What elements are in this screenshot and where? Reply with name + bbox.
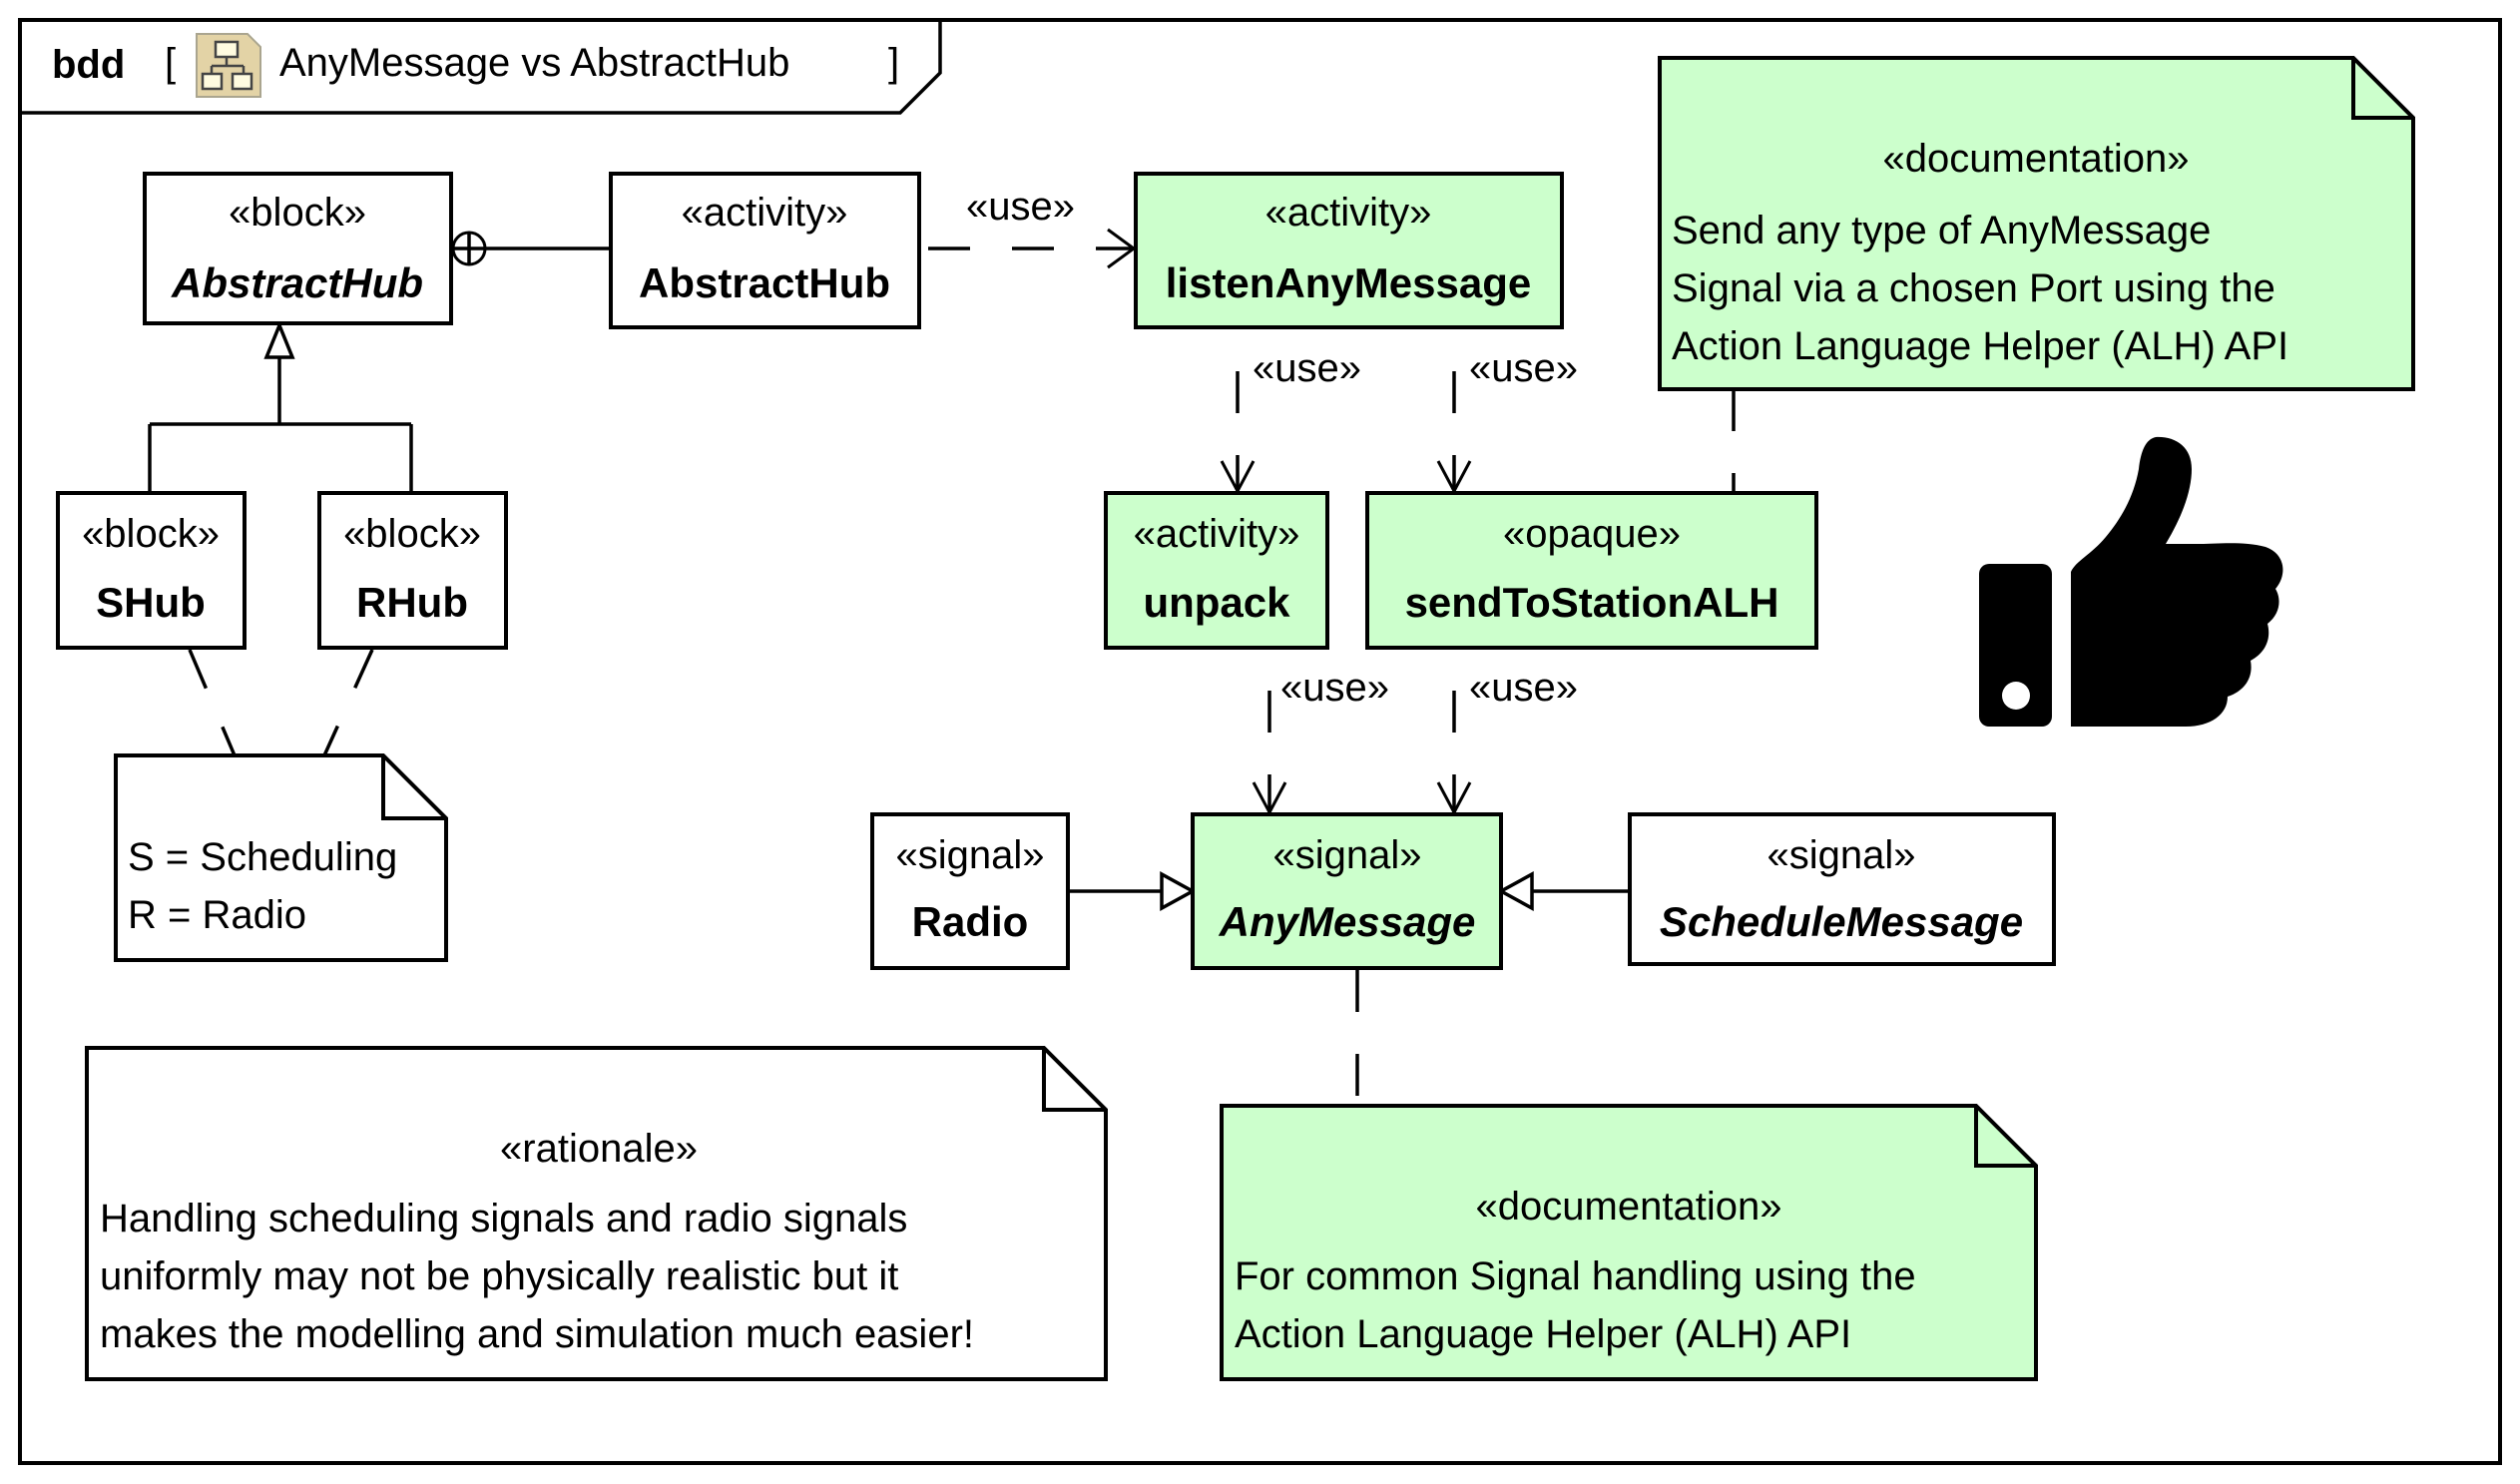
stereotype: «activity»: [1134, 512, 1300, 556]
containment-connector[interactable]: [451, 231, 611, 266]
legend-anchor-shub[interactable]: [188, 649, 237, 756]
stereotype: «activity»: [682, 191, 848, 235]
note-line: uniformly may not be physically realisti…: [100, 1254, 898, 1298]
element-name: unpack: [1143, 579, 1290, 626]
element-name: ScheduleMessage: [1660, 898, 2023, 945]
element-name: AnyMessage: [1219, 898, 1476, 945]
thumbs-up-icon: [1979, 436, 2283, 727]
use-dependency-send-anymessage[interactable]: «use»: [1436, 666, 1578, 816]
rationale-note[interactable]: «rationale» Handling scheduling signals …: [85, 1046, 1108, 1381]
stereotype: «activity»: [1265, 191, 1432, 235]
stereotype: «signal»: [1766, 833, 1915, 877]
use-label: «use»: [966, 185, 1075, 229]
legend-note[interactable]: S = Scheduling R = Radio: [114, 753, 448, 962]
use-label: «use»: [1469, 346, 1578, 390]
element-name: AbstractHub: [639, 259, 890, 306]
activity-unpack[interactable]: «activity» unpack: [1104, 491, 1329, 650]
title-open-bracket: [: [165, 41, 176, 85]
block-shub[interactable]: «block» SHub: [56, 491, 247, 650]
documentation-note-bottom[interactable]: «documentation» For common Signal handli…: [1220, 1104, 2038, 1381]
stereotype: «block»: [229, 191, 366, 235]
generalization-hubs[interactable]: [148, 320, 413, 493]
use-dependency-listen-unpack[interactable]: «use»: [1220, 346, 1361, 495]
diagram-kind: bdd: [52, 43, 125, 87]
block-abstracthub[interactable]: «block» AbstractHub: [143, 172, 453, 325]
element-name: RHub: [356, 579, 468, 626]
use-dependency-listen-send[interactable]: «use»: [1436, 346, 1578, 495]
title-close-bracket: ]: [888, 41, 899, 85]
stereotype: «rationale»: [500, 1127, 698, 1171]
opaque-sendtostationalh[interactable]: «opaque» sendToStationALH: [1365, 491, 1818, 650]
note-line: makes the modelling and simulation much …: [100, 1312, 974, 1356]
element-name: AbstractHub: [171, 259, 423, 306]
stereotype: «opaque»: [1503, 512, 1681, 556]
documentation-note-top[interactable]: «documentation» Send any type of AnyMess…: [1658, 56, 2415, 391]
legend-anchor-rhub[interactable]: [322, 649, 374, 756]
note-line: R = Radio: [128, 893, 306, 937]
stereotype: «block»: [82, 512, 220, 556]
activity-abstracthub[interactable]: «activity» AbstractHub: [609, 172, 921, 329]
use-label: «use»: [1253, 346, 1361, 390]
activity-listenanymessage[interactable]: «activity» listenAnyMessage: [1134, 172, 1564, 329]
class-diagram-icon: [196, 33, 261, 98]
signal-radio[interactable]: «signal» Radio: [870, 812, 1070, 970]
note-line: For common Signal handling using the: [1235, 1254, 1916, 1298]
note-line: Signal via a chosen Port using the: [1672, 266, 2275, 310]
element-name: listenAnyMessage: [1166, 259, 1531, 306]
diagram-title: AnyMessage vs AbstractHub: [279, 41, 789, 85]
element-name: Radio: [912, 898, 1029, 945]
signal-anymessage[interactable]: «signal» AnyMessage: [1191, 812, 1503, 970]
block-rhub[interactable]: «block» RHub: [317, 491, 508, 650]
stereotype: «documentation»: [1883, 137, 2190, 181]
diagram-header-tab: [20, 20, 942, 115]
stereotype: «documentation»: [1476, 1185, 1782, 1229]
element-name: SHub: [96, 579, 206, 626]
use-dependency-unpack-anymessage[interactable]: «use»: [1252, 666, 1389, 816]
note-line: Action Language Helper (ALH) API: [1235, 1312, 1851, 1356]
use-dependency-abstracthub-listen[interactable]: «use»: [928, 185, 1137, 269]
stereotype: «signal»: [895, 833, 1044, 877]
signal-schedulemessage[interactable]: «signal» ScheduleMessage: [1628, 812, 2056, 966]
stereotype: «block»: [343, 512, 481, 556]
note-line: S = Scheduling: [128, 835, 397, 879]
note-line: Action Language Helper (ALH) API: [1672, 324, 2288, 368]
generalization-schedule-anymessage[interactable]: [1497, 871, 1630, 911]
use-label: «use»: [1280, 666, 1389, 710]
use-label: «use»: [1469, 666, 1578, 710]
element-name: sendToStationALH: [1405, 579, 1779, 626]
note-line: Handling scheduling signals and radio si…: [100, 1197, 907, 1240]
note-line: Send any type of AnyMessage: [1672, 209, 2211, 252]
stereotype: «signal»: [1272, 833, 1421, 877]
generalization-radio-anymessage[interactable]: [1068, 871, 1197, 911]
